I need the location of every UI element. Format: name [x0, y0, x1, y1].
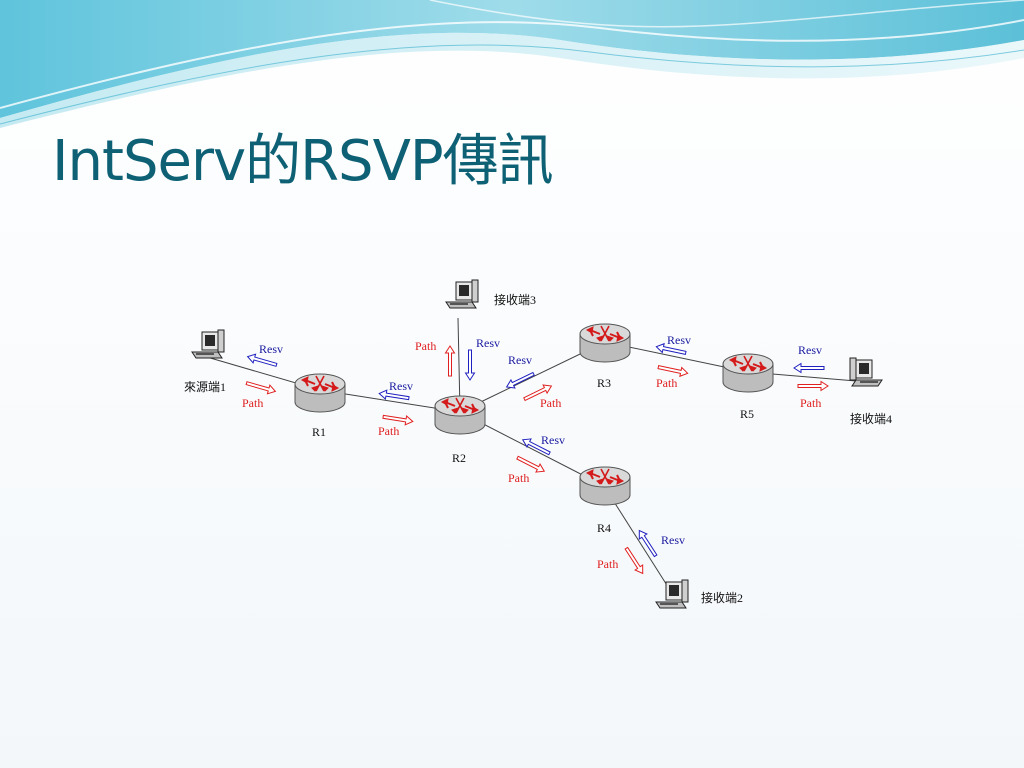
resv-label: Resv — [541, 433, 565, 447]
router-label-r4: R4 — [597, 521, 611, 535]
path-label: Path — [415, 339, 436, 353]
message-labels: Resv Path Resv Path Path Resv Resv Path … — [242, 333, 822, 571]
router-icon — [722, 353, 774, 393]
resv-label: Resv — [476, 336, 500, 350]
router-label-r1: R1 — [312, 425, 326, 439]
host-label-rcv4: 接收端4 — [850, 411, 892, 426]
computer-icon — [445, 279, 479, 309]
path-arrow — [622, 545, 647, 577]
resv-label: Resv — [667, 333, 691, 347]
path-label: Path — [656, 376, 677, 390]
router-icon — [294, 373, 346, 413]
path-label: Path — [800, 396, 821, 410]
resv-label: Resv — [661, 533, 685, 547]
router-icon — [579, 466, 631, 506]
computer-icon — [191, 329, 225, 359]
path-arrow — [244, 378, 278, 397]
resv-label: Resv — [508, 353, 532, 367]
host-label-rcv2: 接收端2 — [701, 590, 743, 605]
path-label: Path — [242, 396, 263, 410]
path-label: Path — [597, 557, 618, 571]
router-label-r2: R2 — [452, 451, 466, 465]
path-arrow — [797, 381, 829, 391]
resv-arrow — [465, 349, 475, 381]
computer-icon — [655, 579, 689, 609]
router-icon — [434, 395, 486, 435]
path-label: Path — [540, 396, 561, 410]
resv-arrow — [793, 363, 825, 373]
router-icon — [579, 323, 631, 363]
router-label-r5: R5 — [740, 407, 754, 421]
resv-label: Resv — [259, 342, 283, 356]
host-label-src1: 來源端1 — [184, 380, 226, 394]
host-label-rcv3: 接收端3 — [494, 292, 536, 307]
path-arrow — [445, 345, 455, 377]
router-label-r3: R3 — [597, 376, 611, 390]
resv-label: Resv — [798, 343, 822, 357]
resv-label: Resv — [389, 379, 413, 393]
slide-title: IntServ的RSVP傳訊 — [52, 129, 554, 194]
header-wave-decoration — [0, 0, 1024, 128]
path-label: Path — [508, 471, 529, 485]
computer-icon — [849, 357, 883, 387]
path-label: Path — [378, 424, 399, 438]
